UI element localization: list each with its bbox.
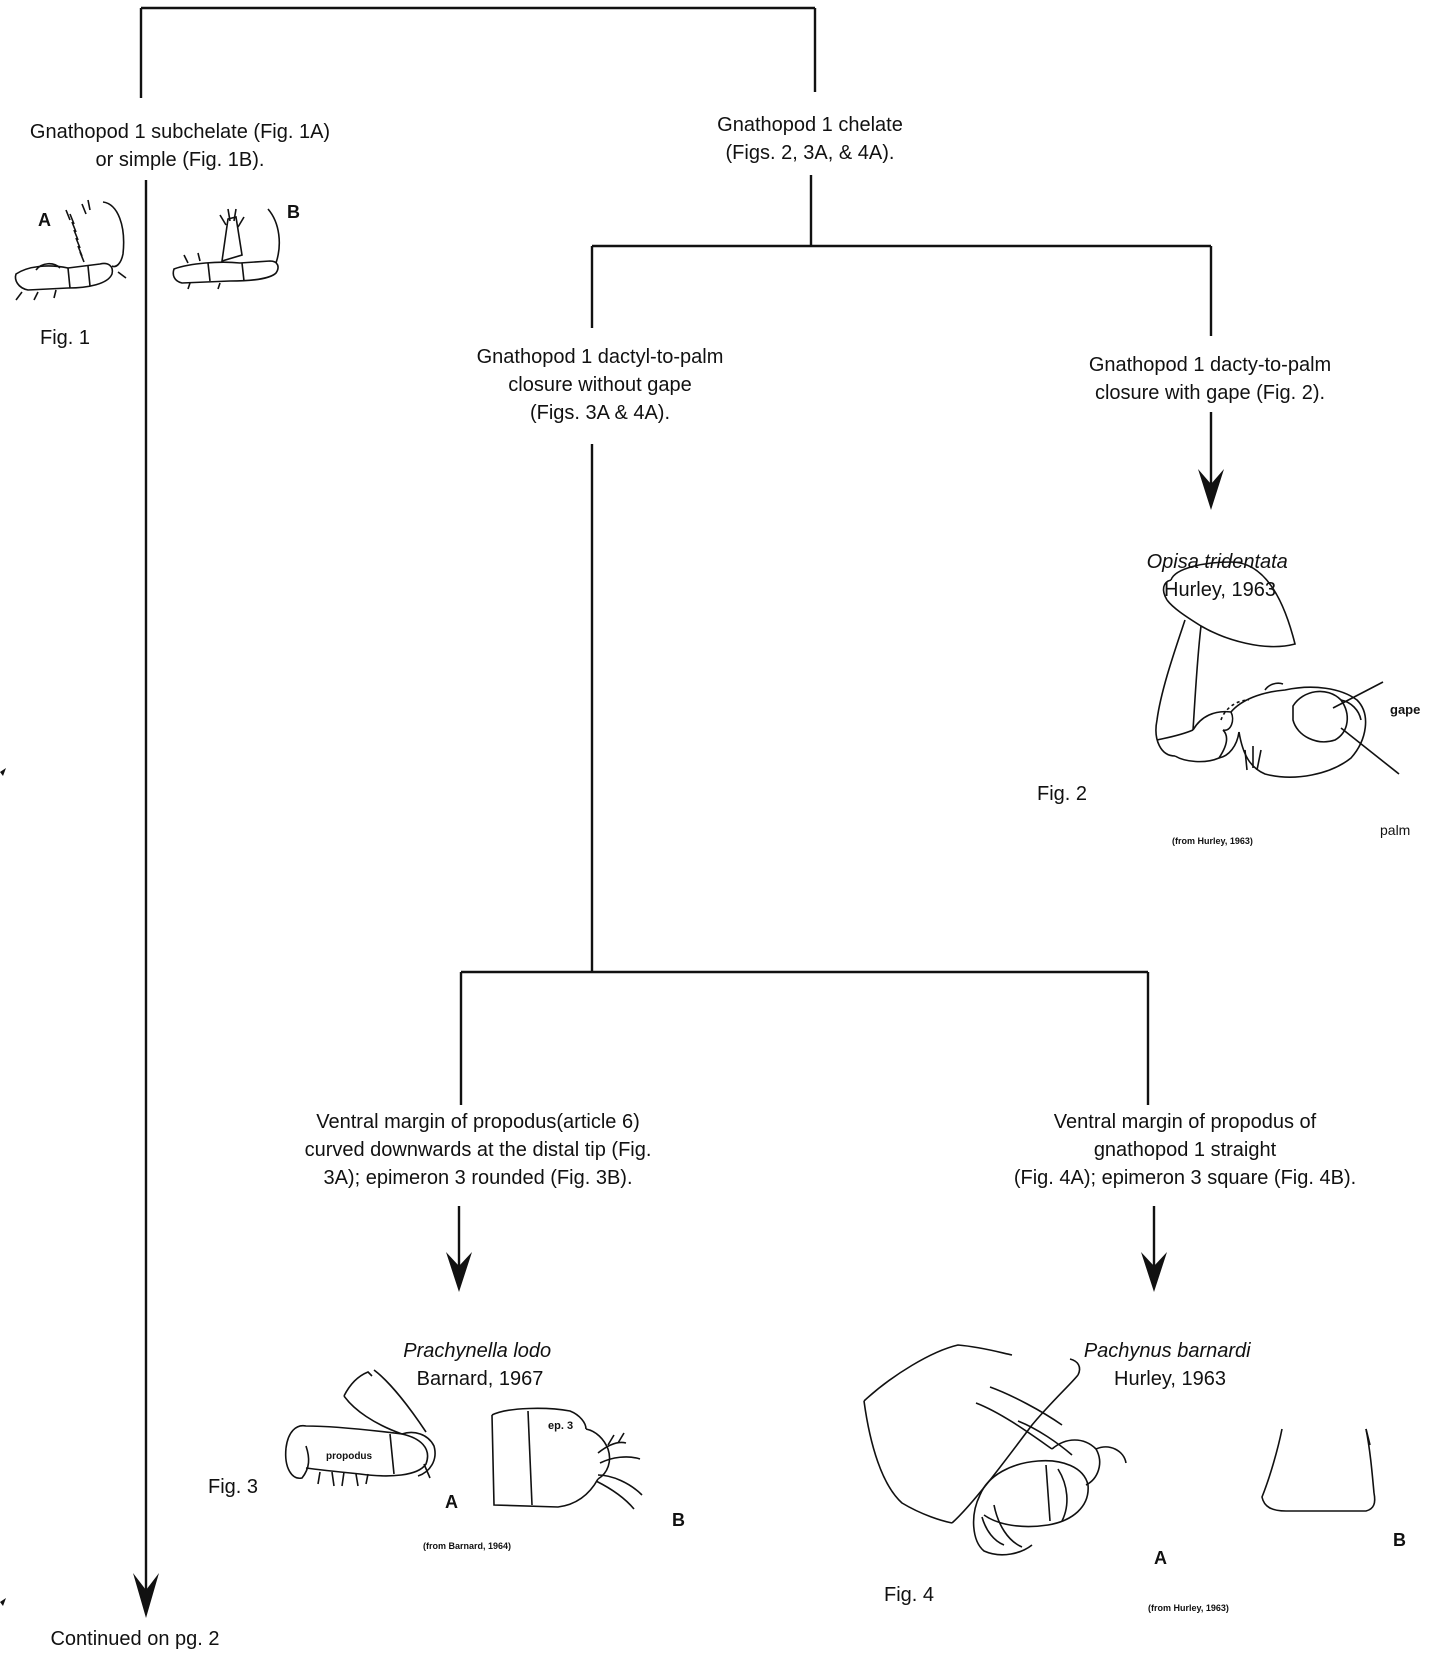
fig2-gape-label: gape — [1390, 702, 1421, 717]
continued-note: Continued on pg. 2 — [50, 1628, 220, 1650]
fig3-drawing-a — [284, 1369, 436, 1487]
fig2-drawing — [1155, 561, 1400, 778]
fig3-propodus-label: propodus — [326, 1451, 373, 1462]
species-authority: Hurley, 1963 — [1114, 1368, 1226, 1390]
species-name: Pachynus barnardi — [1083, 1340, 1251, 1362]
species-pachynus: Pachynus barnardi Hurley, 1963 — [990, 1309, 1350, 1393]
arrowhead-pachynus — [1141, 1252, 1167, 1292]
couplet-1-chelate: Gnathopod 1 chelate (Figs. 2, 3A, & 4A). — [717, 114, 903, 164]
fig3-panel-a-label: A — [445, 1492, 458, 1512]
fig1-drawing-a — [14, 199, 127, 301]
arrowhead-prachynella — [446, 1252, 472, 1292]
couplet-3-curved: Ventral margin of propodus(article 6) cu… — [304, 1111, 652, 1189]
fig3-panel-b-label: B — [672, 1510, 685, 1530]
couplet-2-with-gape: Gnathopod 1 dacty-to-palm closure with g… — [1088, 354, 1332, 404]
couplet-3-straight: Ventral margin of propodus of gnathopod … — [1013, 1111, 1357, 1189]
fig3-ep3-label: ep. 3 — [548, 1420, 574, 1432]
species-authority: Hurley, 1963 — [1164, 579, 1276, 601]
fig3-label: Fig. 3 — [208, 1476, 259, 1498]
fig2-credit: (from Hurley, 1963) — [1172, 836, 1253, 846]
arrowhead-continued — [133, 1573, 159, 1618]
species-name: Opisa tridentata — [1146, 551, 1288, 573]
fig4-label: Fig. 4 — [884, 1584, 935, 1606]
fig3-credit: (from Barnard, 1964) — [423, 1541, 512, 1551]
species-authority: Barnard, 1967 — [416, 1368, 544, 1390]
fig4-drawing-b — [1261, 1428, 1376, 1512]
species-name: Prachynella lodo — [403, 1340, 552, 1362]
species-opisa: Opisa tridentata Hurley, 1963 — [1040, 520, 1400, 604]
fig4-panel-b-label: B — [1393, 1530, 1406, 1550]
couplet-1-subchelate: Gnathopod 1 subchelate (Fig. 1A) or simp… — [29, 121, 331, 171]
fig2-label: Fig. 2 — [1037, 783, 1088, 805]
fig1-drawing-b — [172, 208, 281, 290]
fig4-panel-a-label: A — [1154, 1548, 1167, 1568]
fig1-panel-b-label: B — [287, 202, 300, 222]
fig2-palm-label: palm — [1380, 822, 1411, 838]
couplet-2-without-gape: Gnathopod 1 dactyl-to-palm closure witho… — [476, 346, 724, 424]
arrowhead-opisa — [1198, 469, 1224, 510]
fig1-panel-a-label: A — [38, 210, 51, 230]
fig1-label: Fig. 1 — [40, 327, 91, 349]
fig3-drawing-b — [491, 1407, 643, 1510]
fig4-credit: (from Hurley, 1963) — [1148, 1603, 1229, 1613]
species-prachynella: Prachynella lodo Barnard, 1967 — [300, 1309, 660, 1393]
fig4-drawing-a — [863, 1344, 1127, 1556]
